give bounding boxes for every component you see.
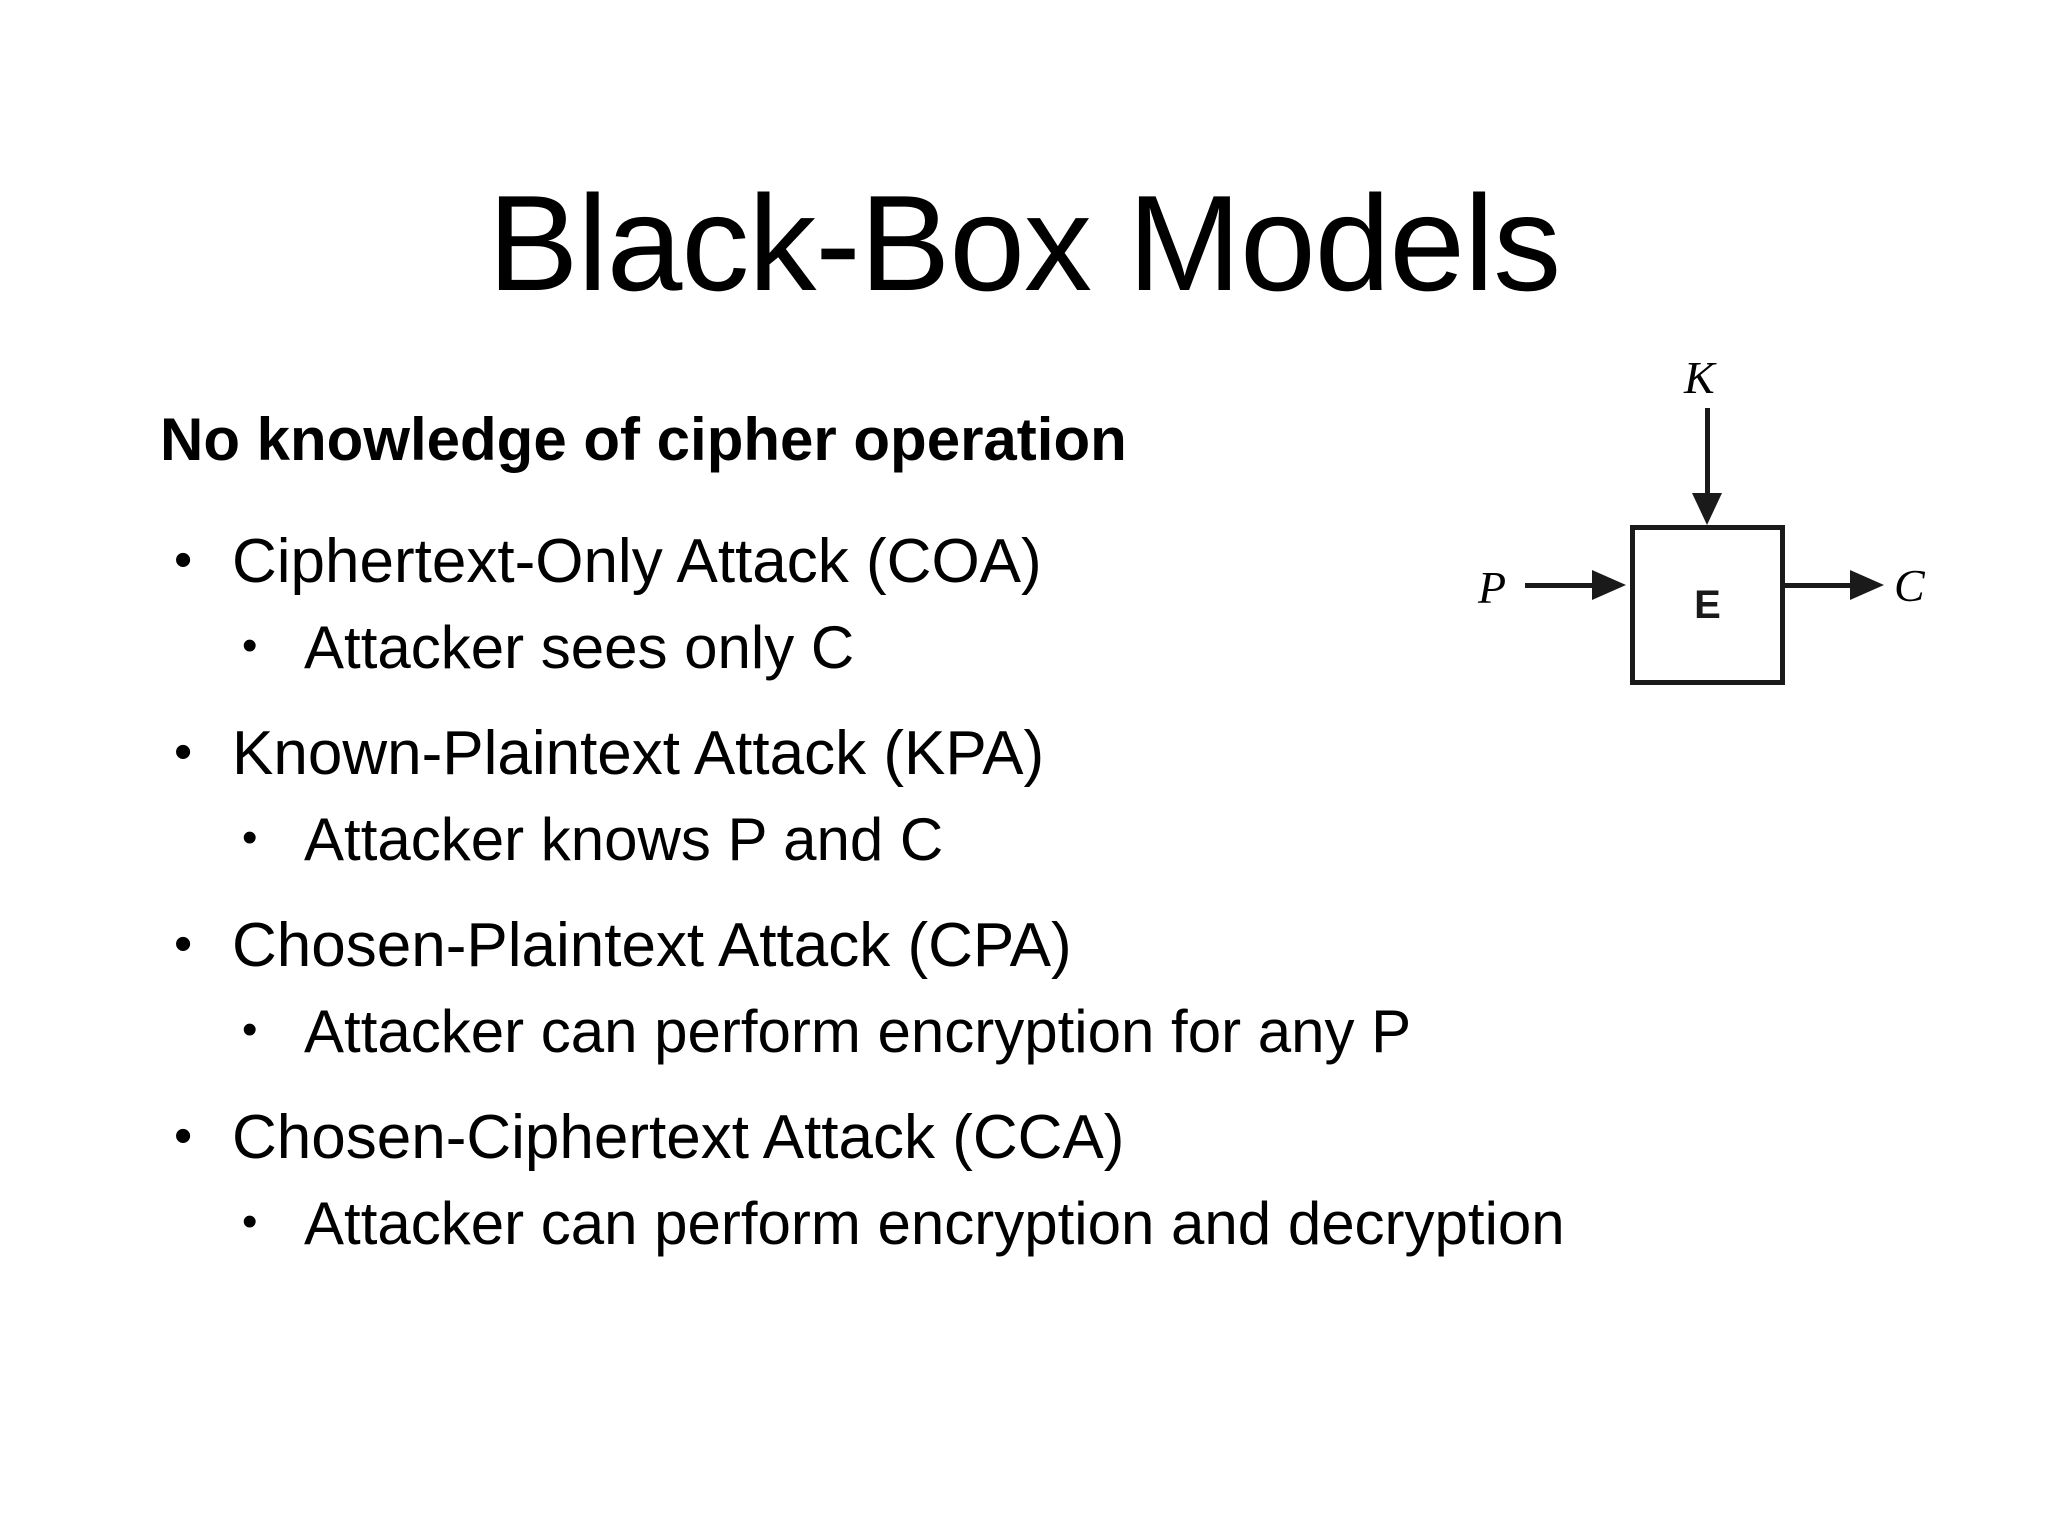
slide-body: No knowledge of cipher operation • Cipher… (160, 408, 1920, 1281)
list-item-kpa: • Known-Plaintext Attack (KPA) • Attacker … (160, 721, 1920, 871)
bullet-marker-icon: • (174, 723, 193, 782)
encryption-block-label: E (1694, 582, 1721, 627)
list-item-label: Attacker can perform encryption and decr… (304, 1190, 1565, 1258)
lead-heading: No knowledge of cipher operation (160, 406, 1127, 473)
list-item-label: Known-Plaintext Attack (KPA) (232, 719, 1045, 789)
ciphertext-arrow-stem (1785, 583, 1855, 588)
bullet-marker-icon: • (174, 1107, 193, 1166)
list-item-label: Chosen-Plaintext Attack (CPA) (232, 911, 1072, 981)
list-item-coa-detail: • Attacker sees only C (232, 616, 1920, 679)
bullet-marker-icon: • (242, 1197, 258, 1247)
list-item-label: Attacker sees only C (304, 614, 855, 682)
sub-list-kpa: • Attacker knows P and C (232, 808, 1920, 871)
bullet-marker-icon: • (174, 915, 193, 974)
key-label: K (1684, 352, 1715, 403)
bullet-marker-icon: • (242, 621, 258, 671)
plaintext-label: P (1478, 562, 1507, 613)
plaintext-arrow-stem (1525, 583, 1597, 588)
list-item-kpa-detail: • Attacker knows P and C (232, 808, 1920, 871)
ciphertext-arrow-head-icon (1850, 570, 1884, 600)
bullet-marker-icon: • (174, 531, 193, 589)
list-item-label: Attacker knows P and C (304, 806, 944, 874)
list-item-label: Ciphertext-Only Attack (COA) (232, 527, 1042, 596)
ciphertext-label: C (1894, 560, 1925, 611)
sub-list-cpa: • Attacker can perform encryption for any… (232, 1000, 1920, 1063)
attack-model-list: • Ciphertext-Only Attack (COA) • Attacker … (160, 529, 1920, 1255)
list-item-label: Attacker can perform encryption for any … (304, 998, 1412, 1066)
list-item-cca: • Chosen-Ciphertext Attack (CCA) • Attacke… (160, 1105, 1920, 1255)
key-arrow-stem (1705, 408, 1710, 496)
plaintext-arrow-head-icon (1592, 570, 1626, 600)
sub-list-cca: • Attacker can perform encryption and dec… (232, 1192, 1920, 1255)
list-item-cpa-detail: • Attacker can perform encryption for any… (232, 1000, 1920, 1063)
cipher-block-diagram: K P E C (1470, 345, 1970, 705)
list-item-cca-detail: • Attacker can perform encryption and dec… (232, 1192, 1920, 1255)
sub-list-coa: • Attacker sees only C (232, 616, 1920, 679)
encryption-block: E (1630, 525, 1785, 685)
bullet-marker-icon: • (242, 813, 258, 863)
list-item-cpa: • Chosen-Plaintext Attack (CPA) • Attacker… (160, 913, 1920, 1063)
bullet-marker-icon: • (242, 1005, 258, 1055)
page-title: Black-Box Models (487, 167, 1561, 320)
list-item-coa: • Ciphertext-Only Attack (COA) • Attacker … (160, 529, 1920, 679)
list-item-label: Chosen-Ciphertext Attack (CCA) (232, 1103, 1125, 1173)
key-arrow-head-icon (1692, 493, 1722, 525)
